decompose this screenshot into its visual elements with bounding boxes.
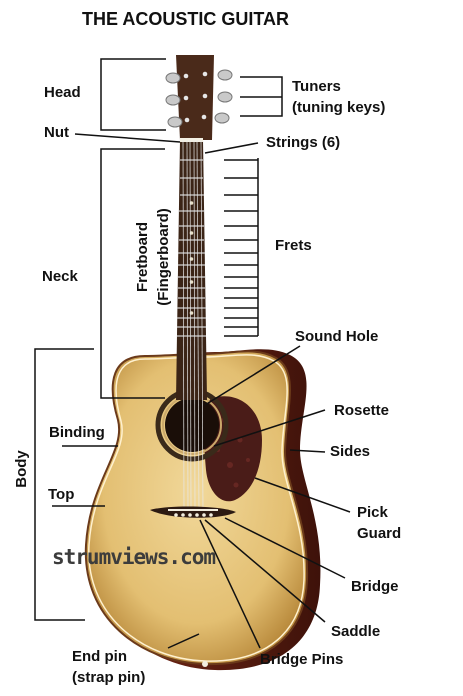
label-nut: Nut xyxy=(44,124,69,141)
label-bridge: Bridge xyxy=(351,578,399,595)
label-tuners: Tuners xyxy=(292,78,341,95)
label-body: Body xyxy=(13,450,30,488)
tuners xyxy=(165,69,233,128)
label-fretboard-sub: (Fingerboard) xyxy=(155,208,172,306)
label-strings: Strings (6) xyxy=(266,134,341,151)
label-fretboard: Fretboard xyxy=(134,222,151,293)
label-top: Top xyxy=(48,486,75,503)
label-pick: Pick xyxy=(357,504,388,521)
leader-lines xyxy=(52,133,351,649)
strings xyxy=(182,139,204,513)
end-pin xyxy=(202,661,208,667)
label-tuners-sub: (tuning keys) xyxy=(292,99,386,116)
label-sides: Sides xyxy=(330,443,371,460)
label-frets: Frets xyxy=(275,237,312,254)
binding-edge xyxy=(88,354,305,662)
nut-piece xyxy=(180,138,203,142)
label-sound-hole: Sound Hole xyxy=(295,328,379,345)
label-head: Head xyxy=(44,84,81,101)
bracket-lines xyxy=(34,58,283,621)
label-rosette: Rosette xyxy=(334,402,390,419)
label-binding: Binding xyxy=(49,424,105,441)
label-end-pin: End pin xyxy=(72,648,127,665)
headstock xyxy=(176,55,214,140)
bridge-pins xyxy=(174,513,213,517)
label-neck: Neck xyxy=(42,268,78,285)
label-saddle: Saddle xyxy=(331,623,381,640)
label-bridge-pins: Bridge Pins xyxy=(260,651,344,668)
label-end-pin-sub: (strap pin) xyxy=(72,669,146,686)
sound-hole xyxy=(165,398,219,452)
label-pick-guard: Guard xyxy=(357,525,402,542)
diagram-title: THE ACOUSTIC GUITAR xyxy=(82,9,289,29)
watermark-text: strumviews.com xyxy=(52,545,216,569)
